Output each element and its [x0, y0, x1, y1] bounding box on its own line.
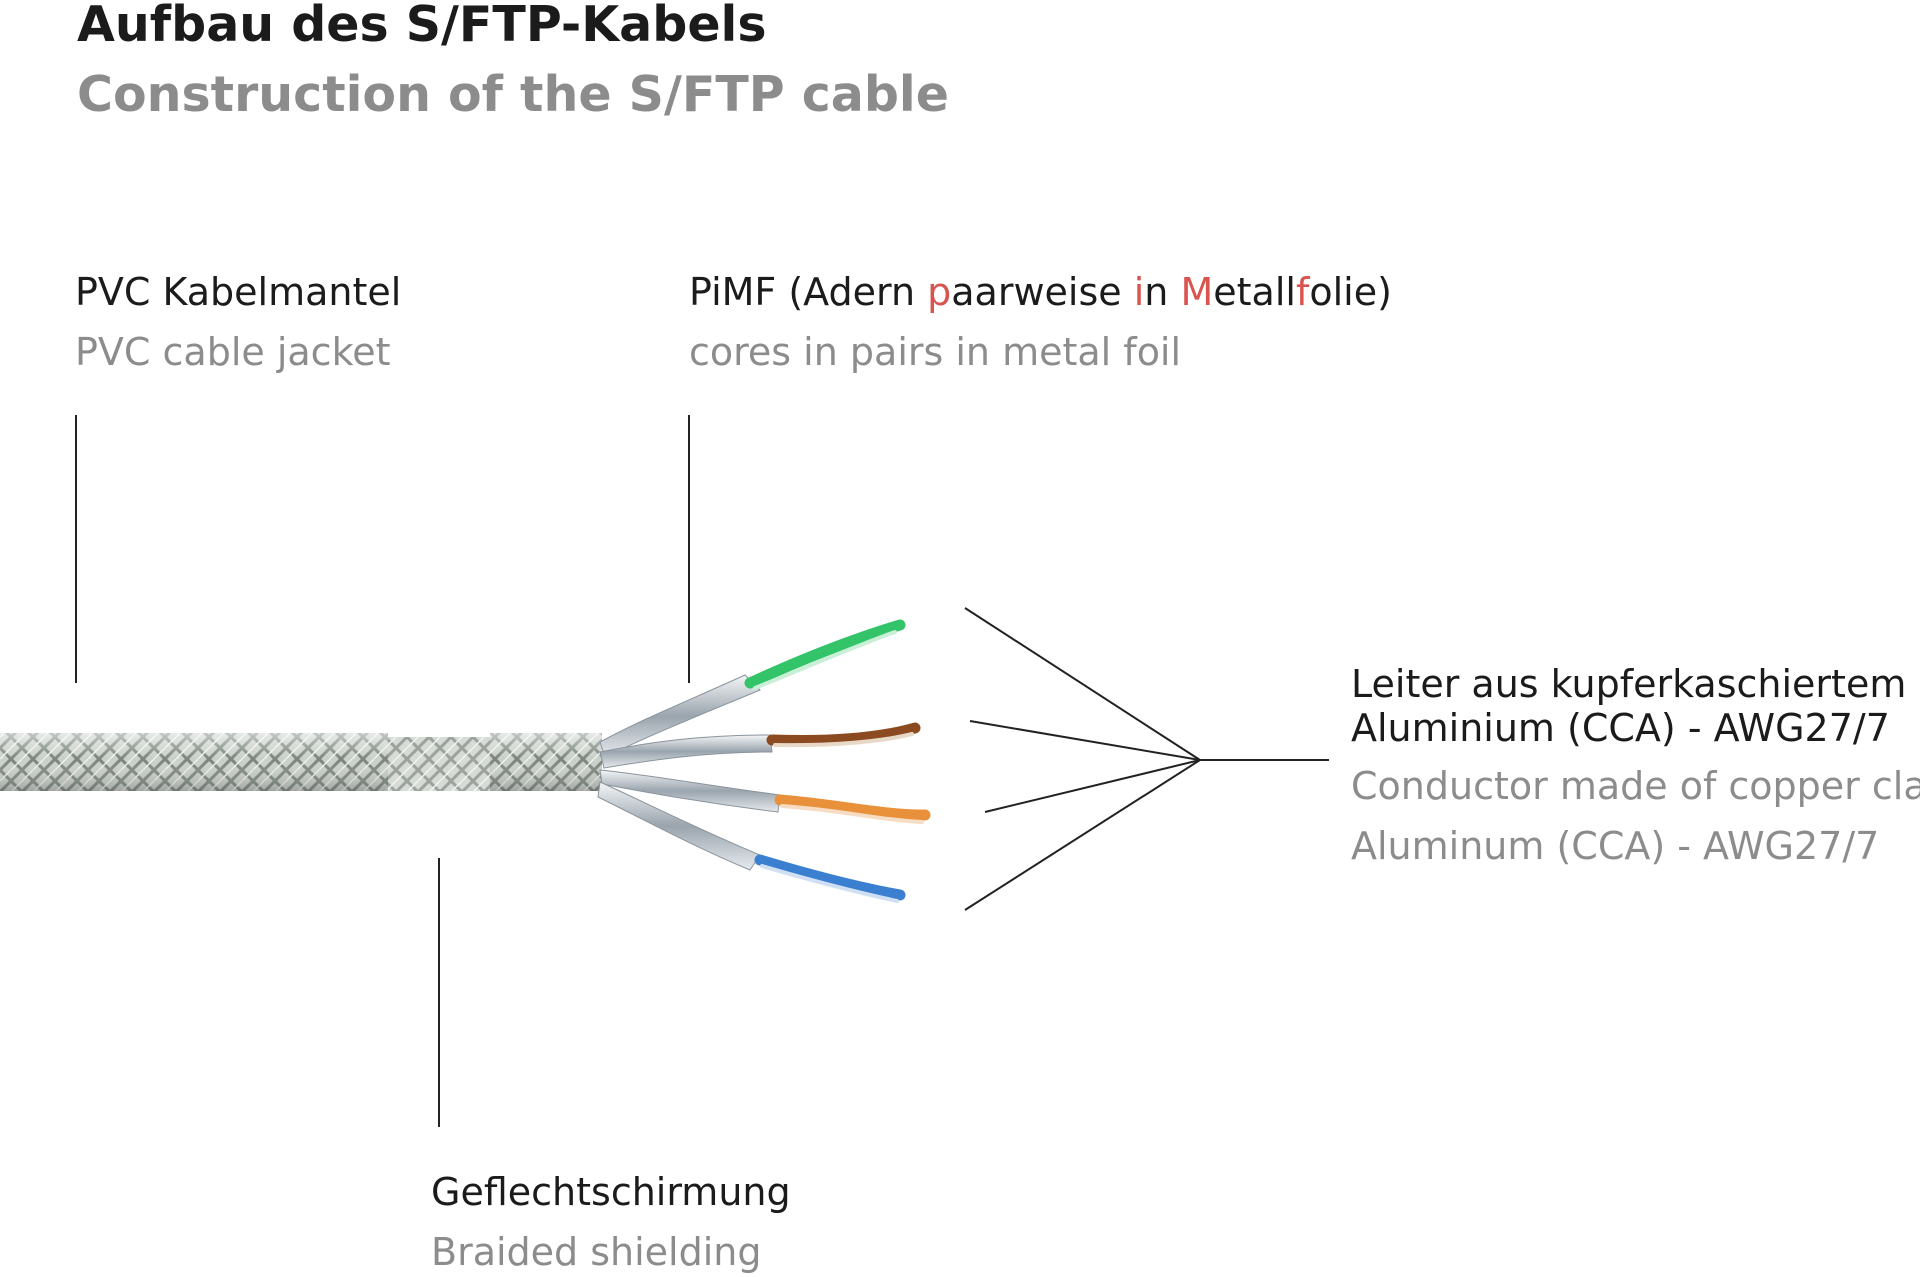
conductor-label-en-1: Conductor made of copper clad [1351, 764, 1920, 808]
jacket-label-de: PVC Kabelmantel [75, 270, 402, 314]
pimf-label-de: PiMF (Adern paarweise in Metallfolie) [689, 270, 1392, 314]
jacket-label-en: PVC cable jacket [75, 330, 391, 374]
cable-illustration [0, 619, 931, 903]
title-en: Construction of the S/FTP cable [77, 66, 949, 123]
pimf-label-en: cores in pairs in metal foil [689, 330, 1182, 374]
conductor-label-de-1: Leiter aus kupferkaschiertem [1351, 662, 1907, 706]
conductor-leader-lines [964, 607, 1329, 911]
conductor-label-en-2: Aluminum (CCA) - AWG27/7 [1351, 824, 1880, 868]
title-de: Aufbau des S/FTP-Kabels [77, 0, 767, 53]
conductor-label-de-2: Aluminium (CCA) - AWG27/7 [1351, 706, 1890, 750]
braid-label-de: Geflechtschirmung [431, 1170, 791, 1214]
braid-label-en: Braided shielding [431, 1230, 762, 1274]
